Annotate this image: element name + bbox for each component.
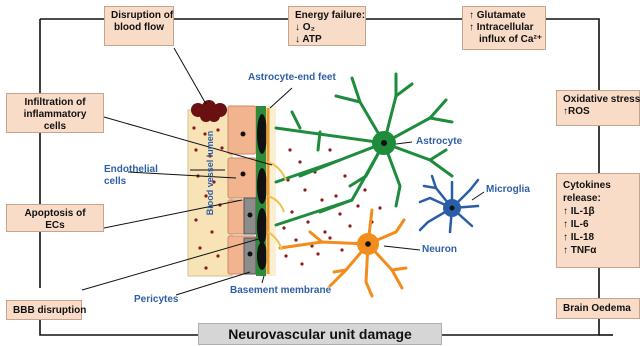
microglia-label: Microglia [486, 184, 530, 196]
basement-membrane-label: Basement membrane [230, 285, 331, 297]
astrocyte-label: Astrocyte [416, 136, 462, 148]
cytokines-line-3: ↑ IL-1β [563, 205, 633, 218]
oxidative-box: Oxidative stress: ↑ROS [556, 90, 640, 126]
energy-failure-box: Energy failure: ↓ O₂ ↓ ATP [288, 6, 366, 46]
bbb-text: BBB disruption [13, 304, 75, 318]
apoptosis-box: Apoptosis of ECs [6, 204, 104, 232]
endothelial-label: Endothelial cells [104, 164, 158, 188]
glutamate-line-1: ↑ Glutamate [469, 10, 539, 22]
astrocyte-feet-label: Astrocyte-end feet [248, 72, 336, 84]
energy-o2-arrow: ↓ [295, 22, 300, 33]
inflammatory-line-3: cells [13, 121, 97, 133]
energy-title: Energy failure: [295, 10, 359, 22]
oedema-box: Brain Oedema [556, 298, 640, 319]
vessel-lumen-label: Blood vessel lumen [205, 113, 215, 233]
blood-flow-line-2: blood flow [111, 22, 167, 34]
endothelial-line-2: cells [104, 176, 158, 188]
footer-title: Neurovascular unit damage [198, 323, 442, 345]
oxidative-line-2: ↑ROS [563, 106, 633, 118]
apoptosis-line-2: ECs [13, 220, 97, 232]
energy-o2-text: O₂ [303, 22, 315, 33]
inflammatory-line-1: Infiltration of [13, 97, 97, 109]
oxidative-line-1: Oxidative stress: [563, 94, 633, 106]
endothelial-line-1: Endothelial [104, 164, 158, 176]
energy-atp: ↓ ATP [295, 34, 359, 46]
glutamate-box: ↑ Glutamate ↑ Intracellular influx of Ca… [462, 6, 546, 50]
glutamate-line-2: ↑ Intracellular [469, 22, 539, 34]
cytokines-line-4: ↑ IL-6 [563, 218, 633, 231]
cytokines-box: Cytokines release: ↑ IL-1β ↑ IL-6 ↑ IL-1… [556, 173, 640, 268]
neuron-cell [280, 210, 406, 296]
energy-o2-line: ↓ O₂ [295, 22, 359, 34]
inflammatory-line-2: inflammatory [13, 109, 97, 121]
glutamate-line-3: influx of Ca²⁺ [469, 34, 539, 46]
cytokines-line-2: release: [563, 192, 633, 205]
cytokines-line-5: ↑ IL-18 [563, 231, 633, 244]
inflammatory-box: Infiltration of inflammatory cells [6, 93, 104, 133]
apoptosis-line-1: Apoptosis of [13, 208, 97, 220]
astrocyte-cell [276, 74, 452, 225]
astrocyte-end-feet [257, 114, 267, 270]
bbb-box: BBB disruption [6, 300, 82, 320]
cytokines-line-6: ↑ TNFα [563, 244, 633, 257]
cytokines-line-1: Cytokines [563, 179, 633, 192]
oedema-text: Brain Oedema [563, 302, 633, 316]
neuron-label: Neuron [422, 244, 457, 256]
blood-flow-line-1: Disruption of [111, 10, 167, 22]
blood-flow-box: Disruption of blood flow [104, 6, 174, 46]
pericytes-label: Pericytes [134, 294, 178, 306]
